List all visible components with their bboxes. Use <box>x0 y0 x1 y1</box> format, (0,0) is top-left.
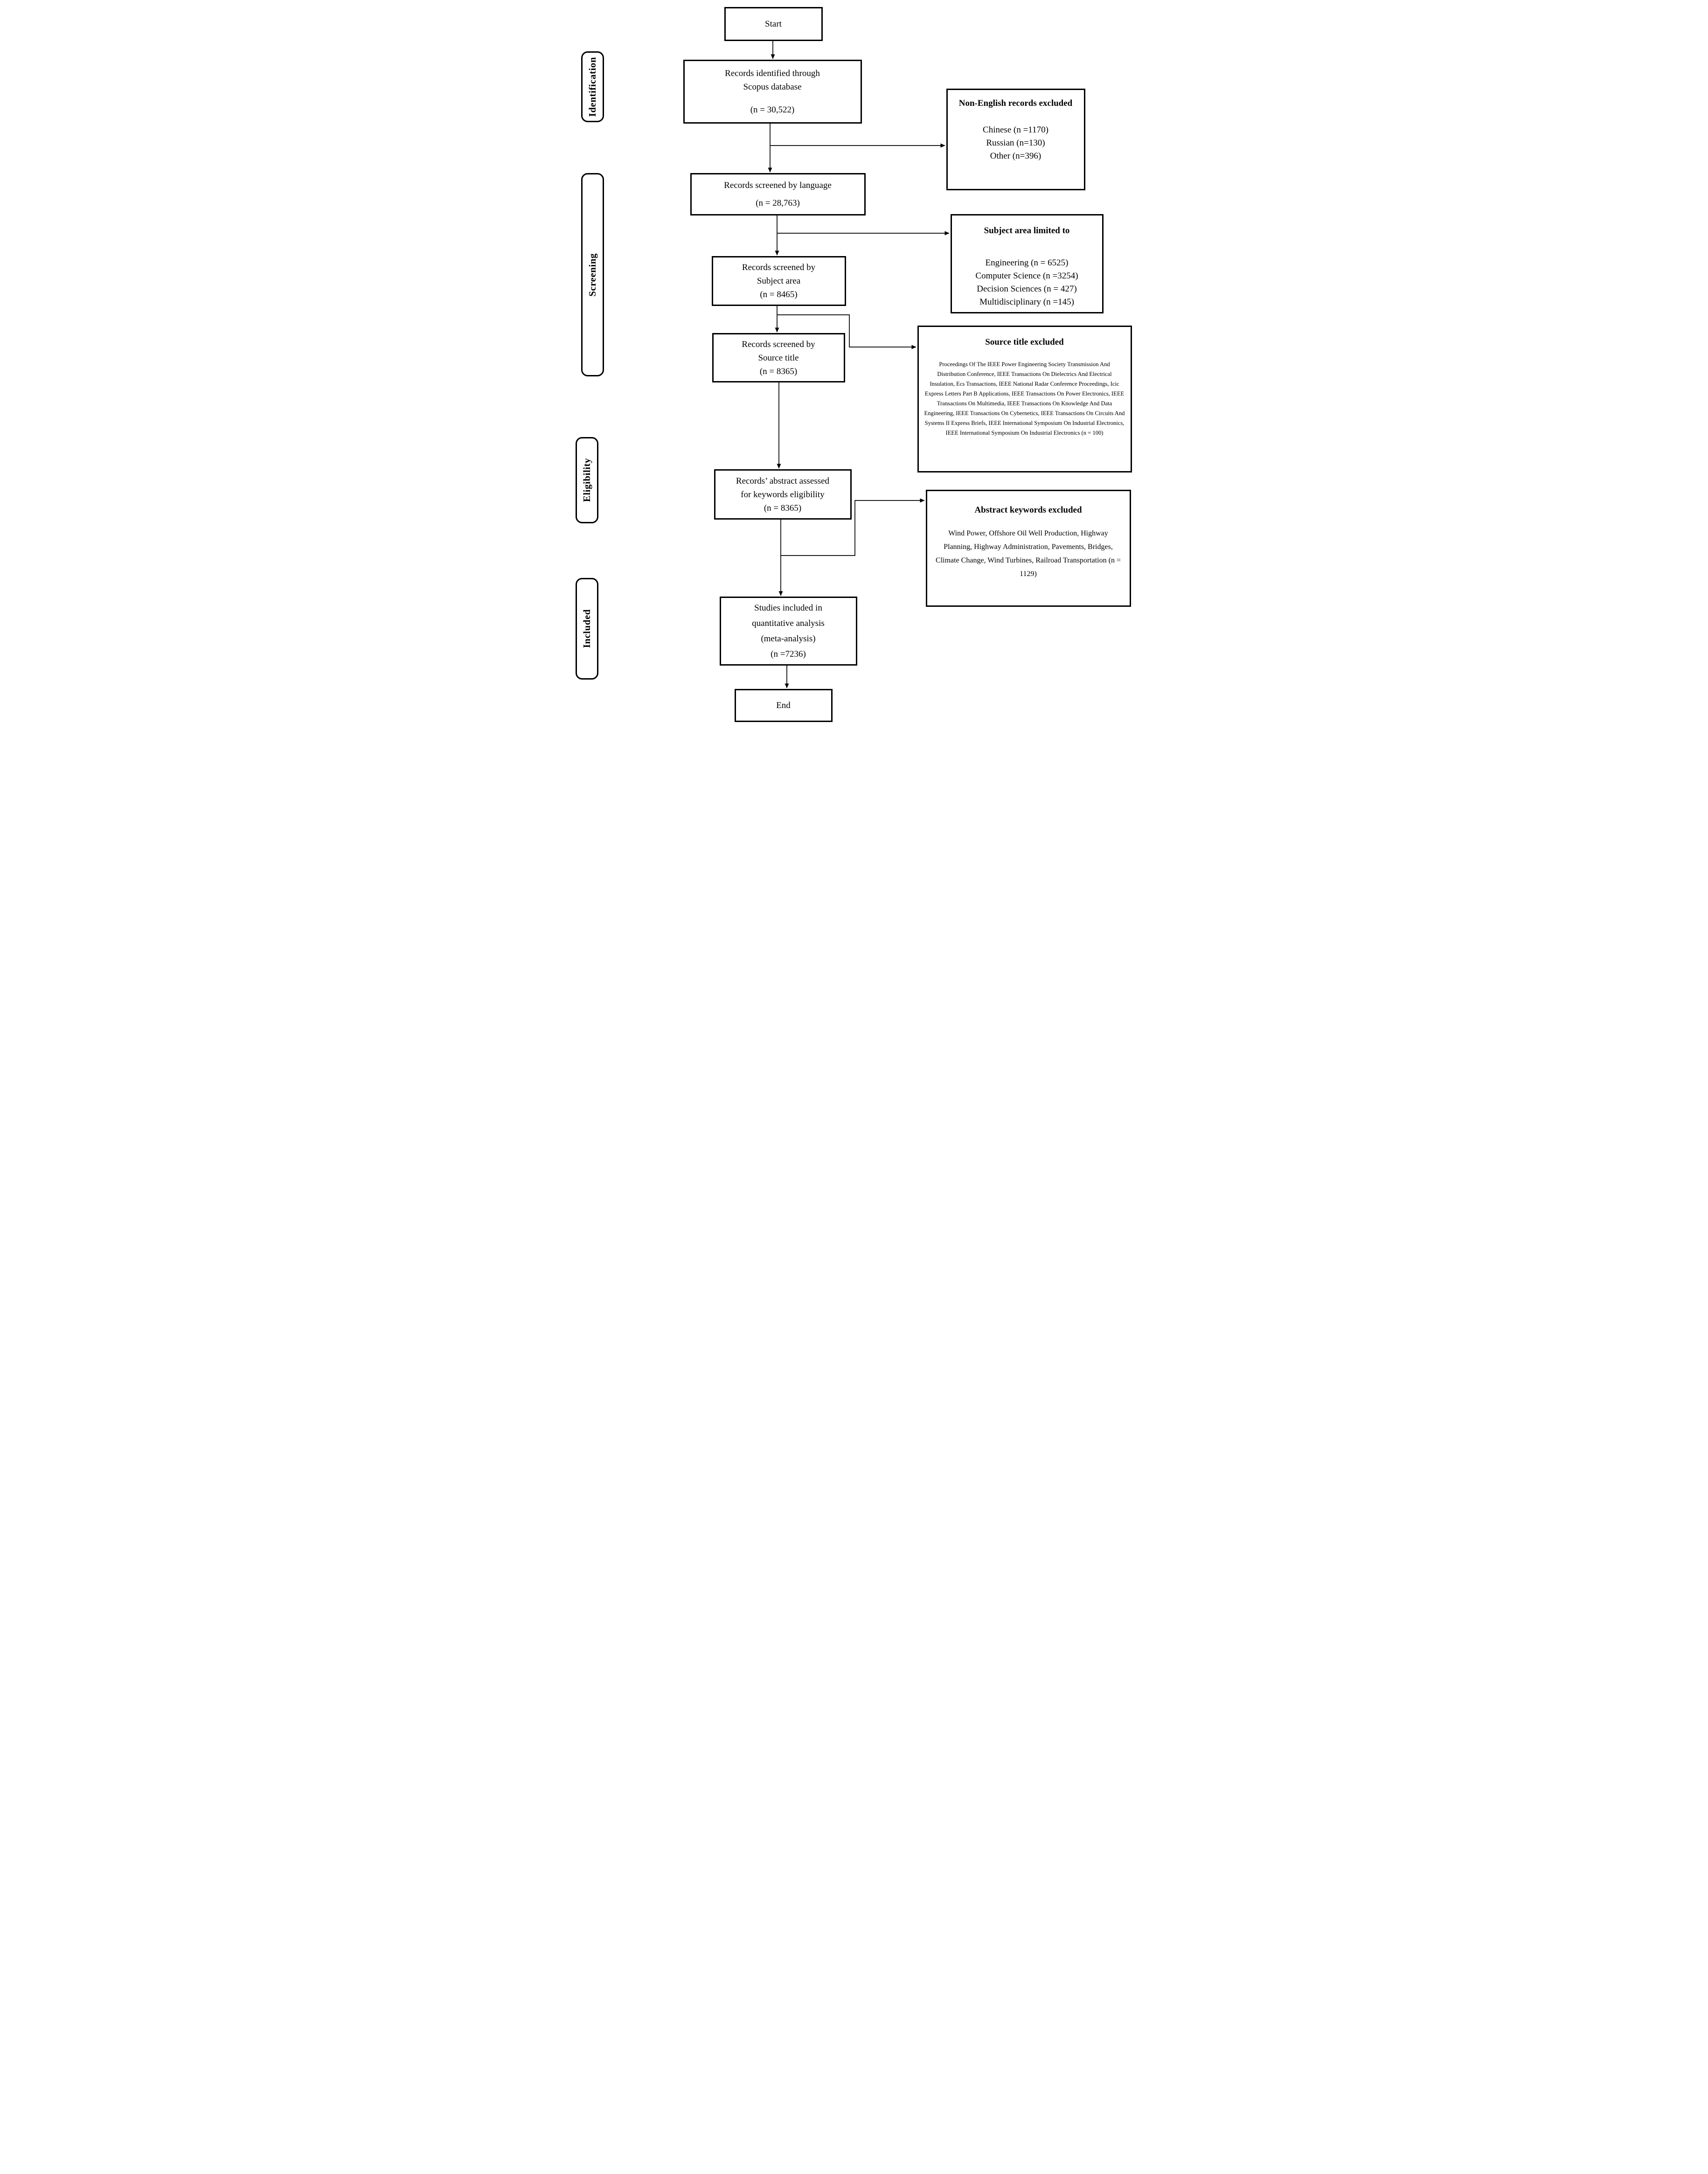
flow-node-screened-source-title: Records screened by Source title (n = 83… <box>712 333 845 382</box>
flow-node-abstract-assessed-line1: Records’ abstract assessed <box>736 476 830 486</box>
exclusion-box-non-english-items: Chinese (n =1170) Russian (n=130) Other … <box>948 124 1084 163</box>
limited-item-engineering: Engineering (n = 6525) <box>985 258 1069 268</box>
exclusion-box-non-english-title: Non-English records excluded <box>958 98 1073 108</box>
connector-branch-keywordsexcluded <box>780 498 924 556</box>
exclusion-box-source-title: Source title excluded Proceedings Of The… <box>917 326 1132 472</box>
stage-label-eligibility: Eligibility <box>575 437 598 523</box>
flow-node-studies-included-line2: quantitative analysis <box>752 618 825 628</box>
flow-node-screened-subject-area-line1: Records screened by <box>742 263 816 272</box>
connector-branch-sourceexcluded <box>777 314 916 349</box>
flow-node-studies-included-line3: (meta-analysis) <box>761 634 816 644</box>
connector-lines <box>768 41 949 688</box>
limited-item-decision-sciences: Decision Sciences (n = 427) <box>977 284 1077 294</box>
flow-node-studies-included-line1: Studies included in <box>754 603 822 613</box>
flow-node-end: End <box>734 689 833 722</box>
exclusion-box-source-title-body: Proceedings Of The IEEE Power Engineerin… <box>924 361 1125 436</box>
exclusion-item-other: Other (n=396) <box>990 151 1041 161</box>
flow-node-screened-subject-area: Records screened by Subject area (n = 84… <box>711 256 846 306</box>
flow-node-abstract-assessed-count: (n = 8365) <box>764 503 802 513</box>
flow-node-studies-included: Studies included in quantitative analysi… <box>719 597 857 666</box>
stage-label-identification: Identification <box>581 51 604 122</box>
flow-node-screened-source-title-line1: Records screened by <box>742 339 815 349</box>
prisma-flow-diagram: Identification Screening Eligibility Inc… <box>569 0 1139 725</box>
flow-node-abstract-assessed-line2: for keywords eligibility <box>741 489 825 500</box>
exclusion-box-non-english: Non-English records excluded Chinese (n … <box>946 89 1085 190</box>
stage-label-included: Included <box>575 578 598 680</box>
exclusion-item-chinese: Chinese (n =1170) <box>983 125 1048 135</box>
stage-label-identification-text: Identification <box>586 56 598 117</box>
flow-node-studies-included-count: (n =7236) <box>771 649 806 659</box>
limited-item-computer-science: Computer Science (n =3254) <box>975 271 1078 281</box>
flow-node-screened-subject-area-line2: Subject area <box>757 276 801 286</box>
flow-node-start: Start <box>724 7 823 41</box>
stage-label-screening-text: Screening <box>586 253 598 297</box>
limited-item-multidisciplinary: Multidisciplinary (n =145) <box>979 297 1074 307</box>
exclusion-item-russian: Russian (n=130) <box>986 138 1045 148</box>
exclusion-box-abstract-keywords-title: Abstract keywords excluded <box>974 505 1082 515</box>
flow-node-screened-source-title-count: (n = 8365) <box>759 366 798 376</box>
flow-node-end-label: End <box>776 701 791 710</box>
exclusion-box-subject-area-limited: Subject area limited to Engineering (n =… <box>950 214 1104 313</box>
flow-node-start-label: Start <box>765 19 782 29</box>
stage-label-eligibility-text: Eligibility <box>581 458 592 502</box>
flow-node-screened-language: Records screened by language (n = 28,763… <box>690 173 866 215</box>
exclusion-box-subject-area-limited-items: Engineering (n = 6525) Computer Science … <box>952 257 1102 309</box>
flow-node-abstract-assessed: Records’ abstract assessed for keywords … <box>714 469 852 520</box>
exclusion-box-abstract-keywords: Abstract keywords excluded Wind Power, O… <box>925 490 1131 607</box>
flow-node-records-identified-line2: Scopus database <box>743 82 802 92</box>
flow-node-records-identified-count: (n = 30,522) <box>750 105 795 115</box>
flow-node-records-identified: Records identified through Scopus databa… <box>683 60 862 124</box>
flow-node-records-identified-line1: Records identified through <box>725 69 820 78</box>
flow-node-screened-language-line1: Records screened by language <box>724 181 832 190</box>
exclusion-box-subject-area-limited-title: Subject area limited to <box>984 226 1070 236</box>
flow-node-screened-language-count: (n = 28,763) <box>756 198 800 208</box>
flow-node-screened-source-title-line2: Source title <box>758 353 799 363</box>
exclusion-box-abstract-keywords-body: Wind Power, Offshore Oil Well Production… <box>936 529 1121 578</box>
stage-label-included-text: Included <box>581 609 592 648</box>
stage-label-screening: Screening <box>581 173 604 376</box>
flow-node-screened-subject-area-count: (n = 8465) <box>760 290 798 299</box>
exclusion-box-source-title-title: Source title excluded <box>985 337 1064 347</box>
